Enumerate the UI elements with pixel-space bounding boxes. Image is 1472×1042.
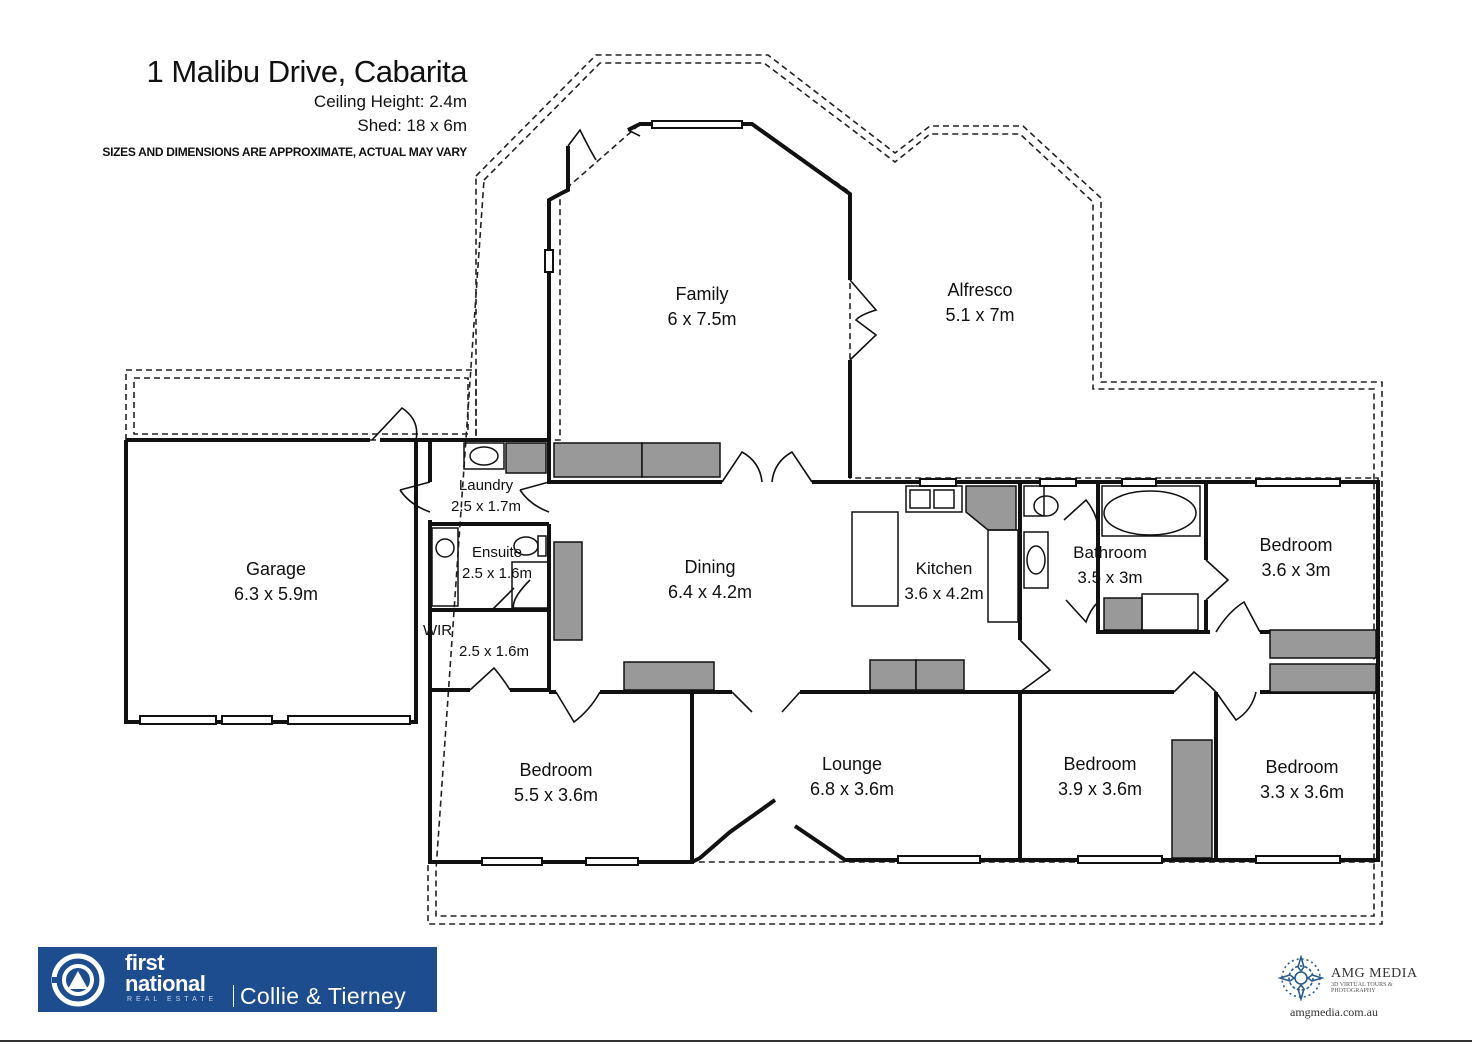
agency-name-line1: first (125, 950, 165, 975)
room-size: 2.5 x 1.6m (461, 565, 533, 582)
photographer-tagline: 3D VIRTUAL TOURS & PHOTOGRAPHY (1331, 982, 1393, 994)
room-name: Bedroom (1265, 757, 1339, 777)
room-lounge: Lounge 6.8 x 3.6m (810, 752, 894, 802)
room-size: 5.1 x 7m (945, 305, 1015, 325)
room-family: Family 6 x 7.5m (667, 282, 736, 332)
photographer-url: amgmedia.com.au (1290, 1005, 1378, 1019)
room-size: 3.6 x 3m (1261, 560, 1331, 580)
room-name: Alfresco (947, 280, 1013, 300)
room-name: Ensuite (471, 544, 523, 561)
room-bedroom-ne: Bedroom 3.6 x 3m (1259, 533, 1332, 583)
mandala-icon (1278, 955, 1324, 1001)
agency-name-line2: national (125, 971, 206, 996)
room-alfresco: Alfresco 5.1 x 7m (945, 278, 1014, 328)
room-laundry: Laundry 2.5 x 1.7m (451, 475, 521, 517)
room-size: 2.5 x 1.7m (450, 498, 522, 515)
room-dining: Dining 6.4 x 4.2m (668, 555, 752, 605)
room-ensuite: Ensuite 2.5 x 1.6m (462, 542, 532, 584)
room-bathroom: Bathroom 3.5 x 3m (1073, 540, 1147, 590)
room-name: Dining (684, 557, 736, 577)
room-size: 6.4 x 4.2m (667, 582, 753, 602)
room-size: 2.5 x 1.6m (458, 643, 530, 660)
photographer-name: AMG MEDIA (1331, 966, 1418, 981)
fixtures (505, 442, 1377, 859)
room-name: Kitchen (915, 559, 973, 578)
windows (139, 120, 1341, 866)
property-address: 1 Malibu Drive, Cabarita (146, 54, 467, 89)
agency-emblem-icon (51, 953, 105, 1007)
room-wir: WIR 2.5 x 1.6m (423, 620, 530, 662)
room-bedroom-sw: Bedroom 5.5 x 3.6m (514, 758, 598, 808)
room-name: Bathroom (1073, 543, 1147, 562)
agency-office: Collie & Tierney (240, 983, 406, 1009)
room-size: 6.8 x 3.6m (809, 779, 895, 799)
ceiling-height: Ceiling Height: 2.4m (313, 92, 467, 111)
room-size: 3.5 x 3m (1077, 568, 1143, 587)
room-size: 6.3 x 5.9m (233, 584, 319, 604)
room-name: Bedroom (519, 760, 593, 780)
room-size: 3.6 x 4.2m (904, 584, 984, 603)
room-name: Laundry (458, 477, 514, 494)
room-size: 6 x 7.5m (667, 309, 737, 329)
room-name: WIR (422, 622, 453, 639)
room-size: 3.3 x 3.6m (1259, 782, 1345, 802)
bottom-rule (0, 1040, 1472, 1042)
photographer-logo: AMG MEDIA 3D VIRTUAL TOURS & PHOTOGRAPHY… (1278, 955, 1428, 1023)
room-name: Garage (245, 559, 307, 579)
room-size: 5.5 x 3.6m (513, 785, 599, 805)
room-name: Lounge (821, 754, 883, 774)
door-swings (371, 128, 1261, 724)
room-name: Bedroom (1259, 535, 1333, 555)
room-bedroom-s: Bedroom 3.9 x 3.6m (1058, 752, 1142, 802)
agency-divider (233, 985, 234, 1007)
room-kitchen: Kitchen 3.6 x 4.2m (904, 556, 983, 606)
room-name: Family (675, 284, 729, 304)
room-bedroom-se: Bedroom 3.3 x 3.6m (1260, 755, 1344, 805)
room-size: 3.9 x 3.6m (1057, 779, 1143, 799)
shed-size: Shed: 18 x 6m (357, 116, 467, 135)
room-name: Bedroom (1063, 754, 1137, 774)
agency-logo: first national REAL ESTATE Collie & Tier… (38, 947, 437, 1012)
disclaimer: SIZES AND DIMENSIONS ARE APPROXIMATE, AC… (102, 145, 467, 159)
agency-name-line3: REAL ESTATE (127, 996, 218, 1003)
room-garage: Garage 6.3 x 5.9m (234, 557, 318, 607)
sanitary-and-benches (431, 442, 1201, 631)
